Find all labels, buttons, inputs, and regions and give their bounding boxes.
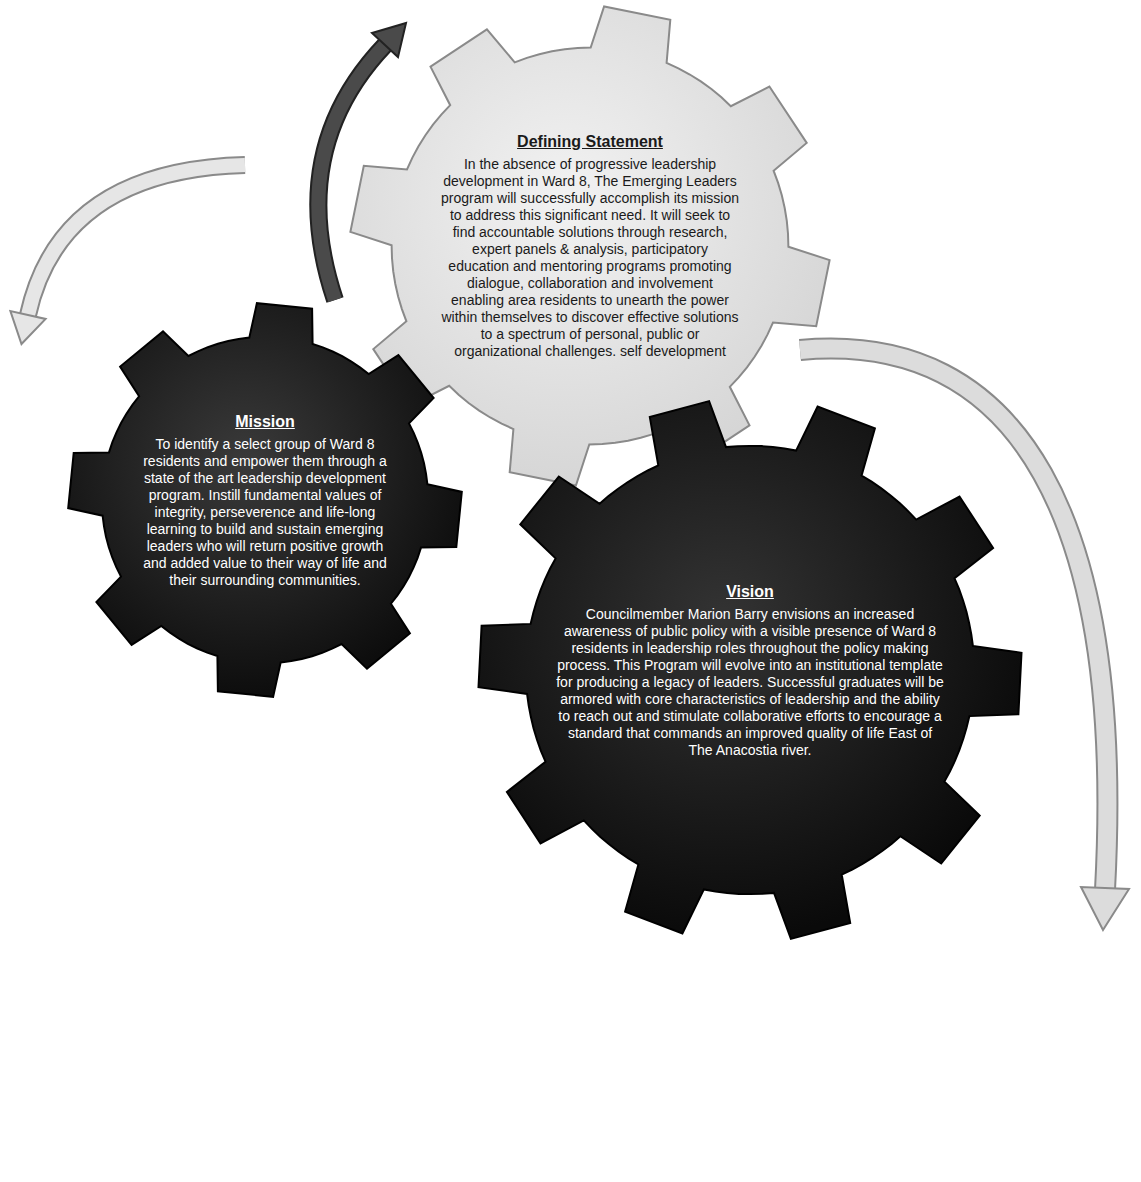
- gear-node: Mission To identify a select group of War…: [66, 301, 464, 699]
- gear-body: In the absence of progressive leadership…: [440, 156, 740, 360]
- text-area: Mission To identify a select group of War…: [140, 412, 390, 589]
- gear-heading: Vision: [555, 582, 945, 602]
- gear-outline: [350, 6, 829, 485]
- arrow-head: [10, 311, 45, 344]
- gear-heading: Mission: [140, 412, 390, 432]
- arrow-head: [372, 23, 406, 57]
- text-area: VisionCouncilmember Marion Barry envisio…: [555, 582, 945, 759]
- gear-node: VisionCouncilmember Marion Barry envisio…: [476, 396, 1024, 944]
- light-arrow: [28, 165, 245, 315]
- gear-outline: [479, 401, 1022, 939]
- gear-outline: [68, 303, 462, 697]
- text-area: Defining Statement In the absence of prog…: [440, 132, 740, 360]
- gear-body: To identify a select group of Ward 8 res…: [140, 436, 390, 589]
- gear-body: Councilmember Marion Barry envisions an …: [555, 606, 945, 759]
- arrow-outline: [28, 165, 245, 315]
- arrow-head: [1081, 887, 1129, 930]
- gear-node: Defining Statement In the absence of prog…: [348, 4, 832, 488]
- gear-heading: Defining Statement: [440, 132, 740, 152]
